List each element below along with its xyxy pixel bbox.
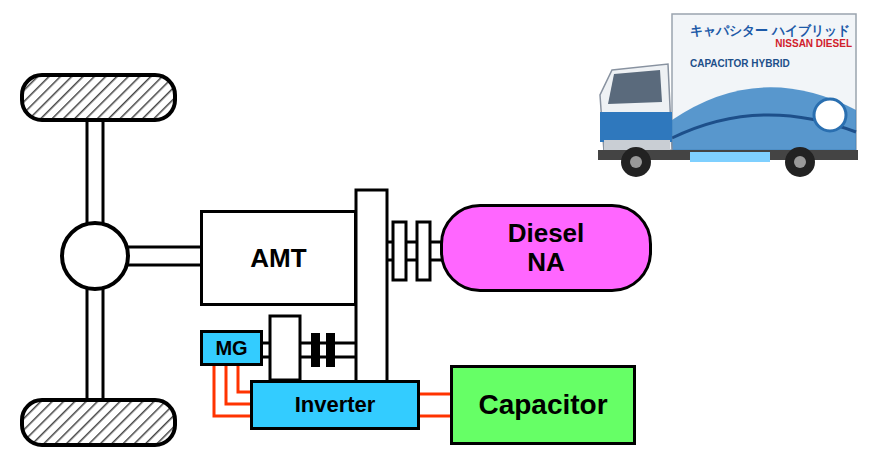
propeller-shaft — [120, 247, 202, 265]
wheel — [22, 400, 175, 445]
gear — [270, 316, 300, 380]
node-label: Inverter — [295, 393, 376, 417]
node-label: Capacitor — [478, 390, 607, 421]
differential — [62, 223, 128, 289]
capacitor-box: Capacitor — [450, 365, 636, 445]
clutch-plate — [417, 222, 430, 280]
transfer-gear — [356, 190, 387, 382]
truck-lettering: CAPACITOR HYBRID — [690, 58, 790, 69]
inverter-box: Inverter — [250, 380, 420, 430]
wheel — [22, 75, 175, 120]
node-label: MG — [215, 337, 247, 359]
node-label: AMT — [250, 244, 306, 273]
engine-box: Diesel NA — [440, 204, 652, 292]
clutch-plate — [311, 333, 320, 367]
clutch-plate — [393, 222, 406, 280]
power-cable — [214, 366, 250, 416]
clutch-plate — [326, 333, 335, 367]
truck-brand: NISSAN DIESEL — [775, 38, 852, 49]
motor-generator-box: MG — [200, 330, 263, 366]
power-cable — [420, 394, 450, 416]
truck-photo — [582, 2, 862, 188]
node-label: Diesel NA — [491, 219, 601, 276]
transmission-box: AMT — [200, 210, 357, 306]
truck-lettering: キャパシター ハイブリッド — [690, 22, 850, 40]
